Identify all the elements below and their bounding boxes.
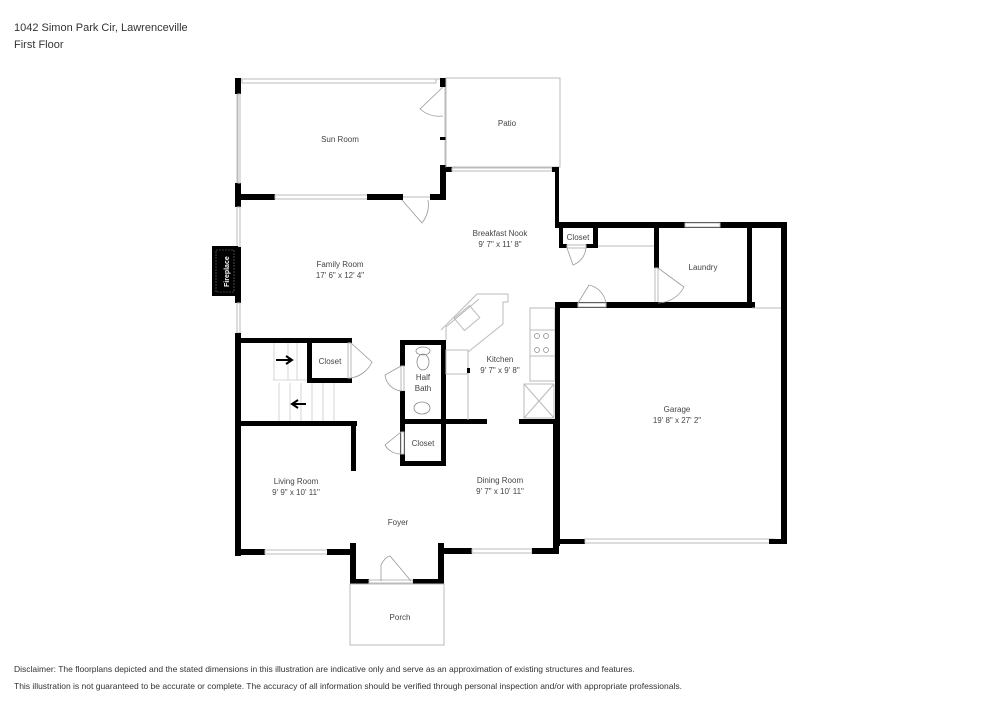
fridge-icon [523, 383, 555, 419]
closet-nook: Closet [559, 222, 598, 266]
closet-nook-label: Closet [567, 233, 590, 242]
patio-label: Patio [498, 119, 517, 128]
patio: Patio [445, 77, 561, 168]
family-room-label: Family Room [316, 260, 363, 269]
dining-room-label: Dining Room [477, 476, 524, 485]
stove-icon [529, 329, 556, 357]
kitchen: Kitchen 9' 7" x 9' 8" [440, 293, 559, 424]
half-bath-label-2: Bath [415, 384, 431, 393]
foyer-label: Foyer [388, 518, 409, 527]
sun-room-label: Sun Room [321, 135, 359, 144]
sink-icon [413, 401, 431, 415]
fireplace: Fireplace [212, 246, 238, 296]
breakfast-nook-label: Breakfast Nook [473, 229, 529, 238]
garage-label: Garage [664, 405, 691, 414]
burner-icons [534, 333, 549, 353]
living-room-label: Living Room [274, 477, 319, 486]
closet-stairs-label: Closet [319, 357, 342, 366]
laundry: Laundry [555, 225, 781, 309]
sun-room: Sun Room [235, 78, 446, 200]
stairs: Closet [235, 338, 373, 421]
family-room-dims: 17' 6" x 12' 4" [316, 271, 364, 280]
disclaimer-line-1: Disclaimer: The floorplans depicted and … [14, 664, 635, 674]
toilet-icon [416, 353, 430, 371]
fireplace-label: Fireplace [224, 256, 231, 287]
kitchen-label: Kitchen [487, 355, 514, 364]
living-room-dims: 9' 9" x 10' 11" [272, 488, 320, 497]
disclaimer-line-2: This illustration is not guaranteed to b… [14, 681, 682, 691]
laundry-label: Laundry [689, 263, 718, 272]
floor-label: First Floor [14, 39, 64, 51]
dining-room-dims: 9' 7" x 10' 11" [476, 487, 524, 496]
arrow-right-icon [276, 355, 294, 365]
kitchen-sink-icon [453, 304, 481, 332]
half-bath-label-1: Half [416, 373, 431, 382]
property-address: 1042 Simon Park Cir, Lawrenceville [14, 22, 188, 34]
half-bath: Half Bath Closet [384, 340, 487, 466]
porch-label: Porch [390, 613, 411, 622]
garage-dims: 19' 8" x 27' 2" [653, 416, 701, 425]
closet-foyer-label: Closet [412, 439, 435, 448]
arrow-left-icon [290, 399, 306, 409]
kitchen-dims: 9' 7" x 9' 8" [480, 366, 520, 375]
porch: Porch [349, 583, 445, 646]
lower-walls [235, 420, 559, 584]
garage: Garage 19' 8" x 27' 2" [555, 308, 787, 546]
breakfast-nook-dims: 9' 7" x 11' 8" [478, 240, 521, 249]
toilet-tank-icon [415, 346, 431, 356]
